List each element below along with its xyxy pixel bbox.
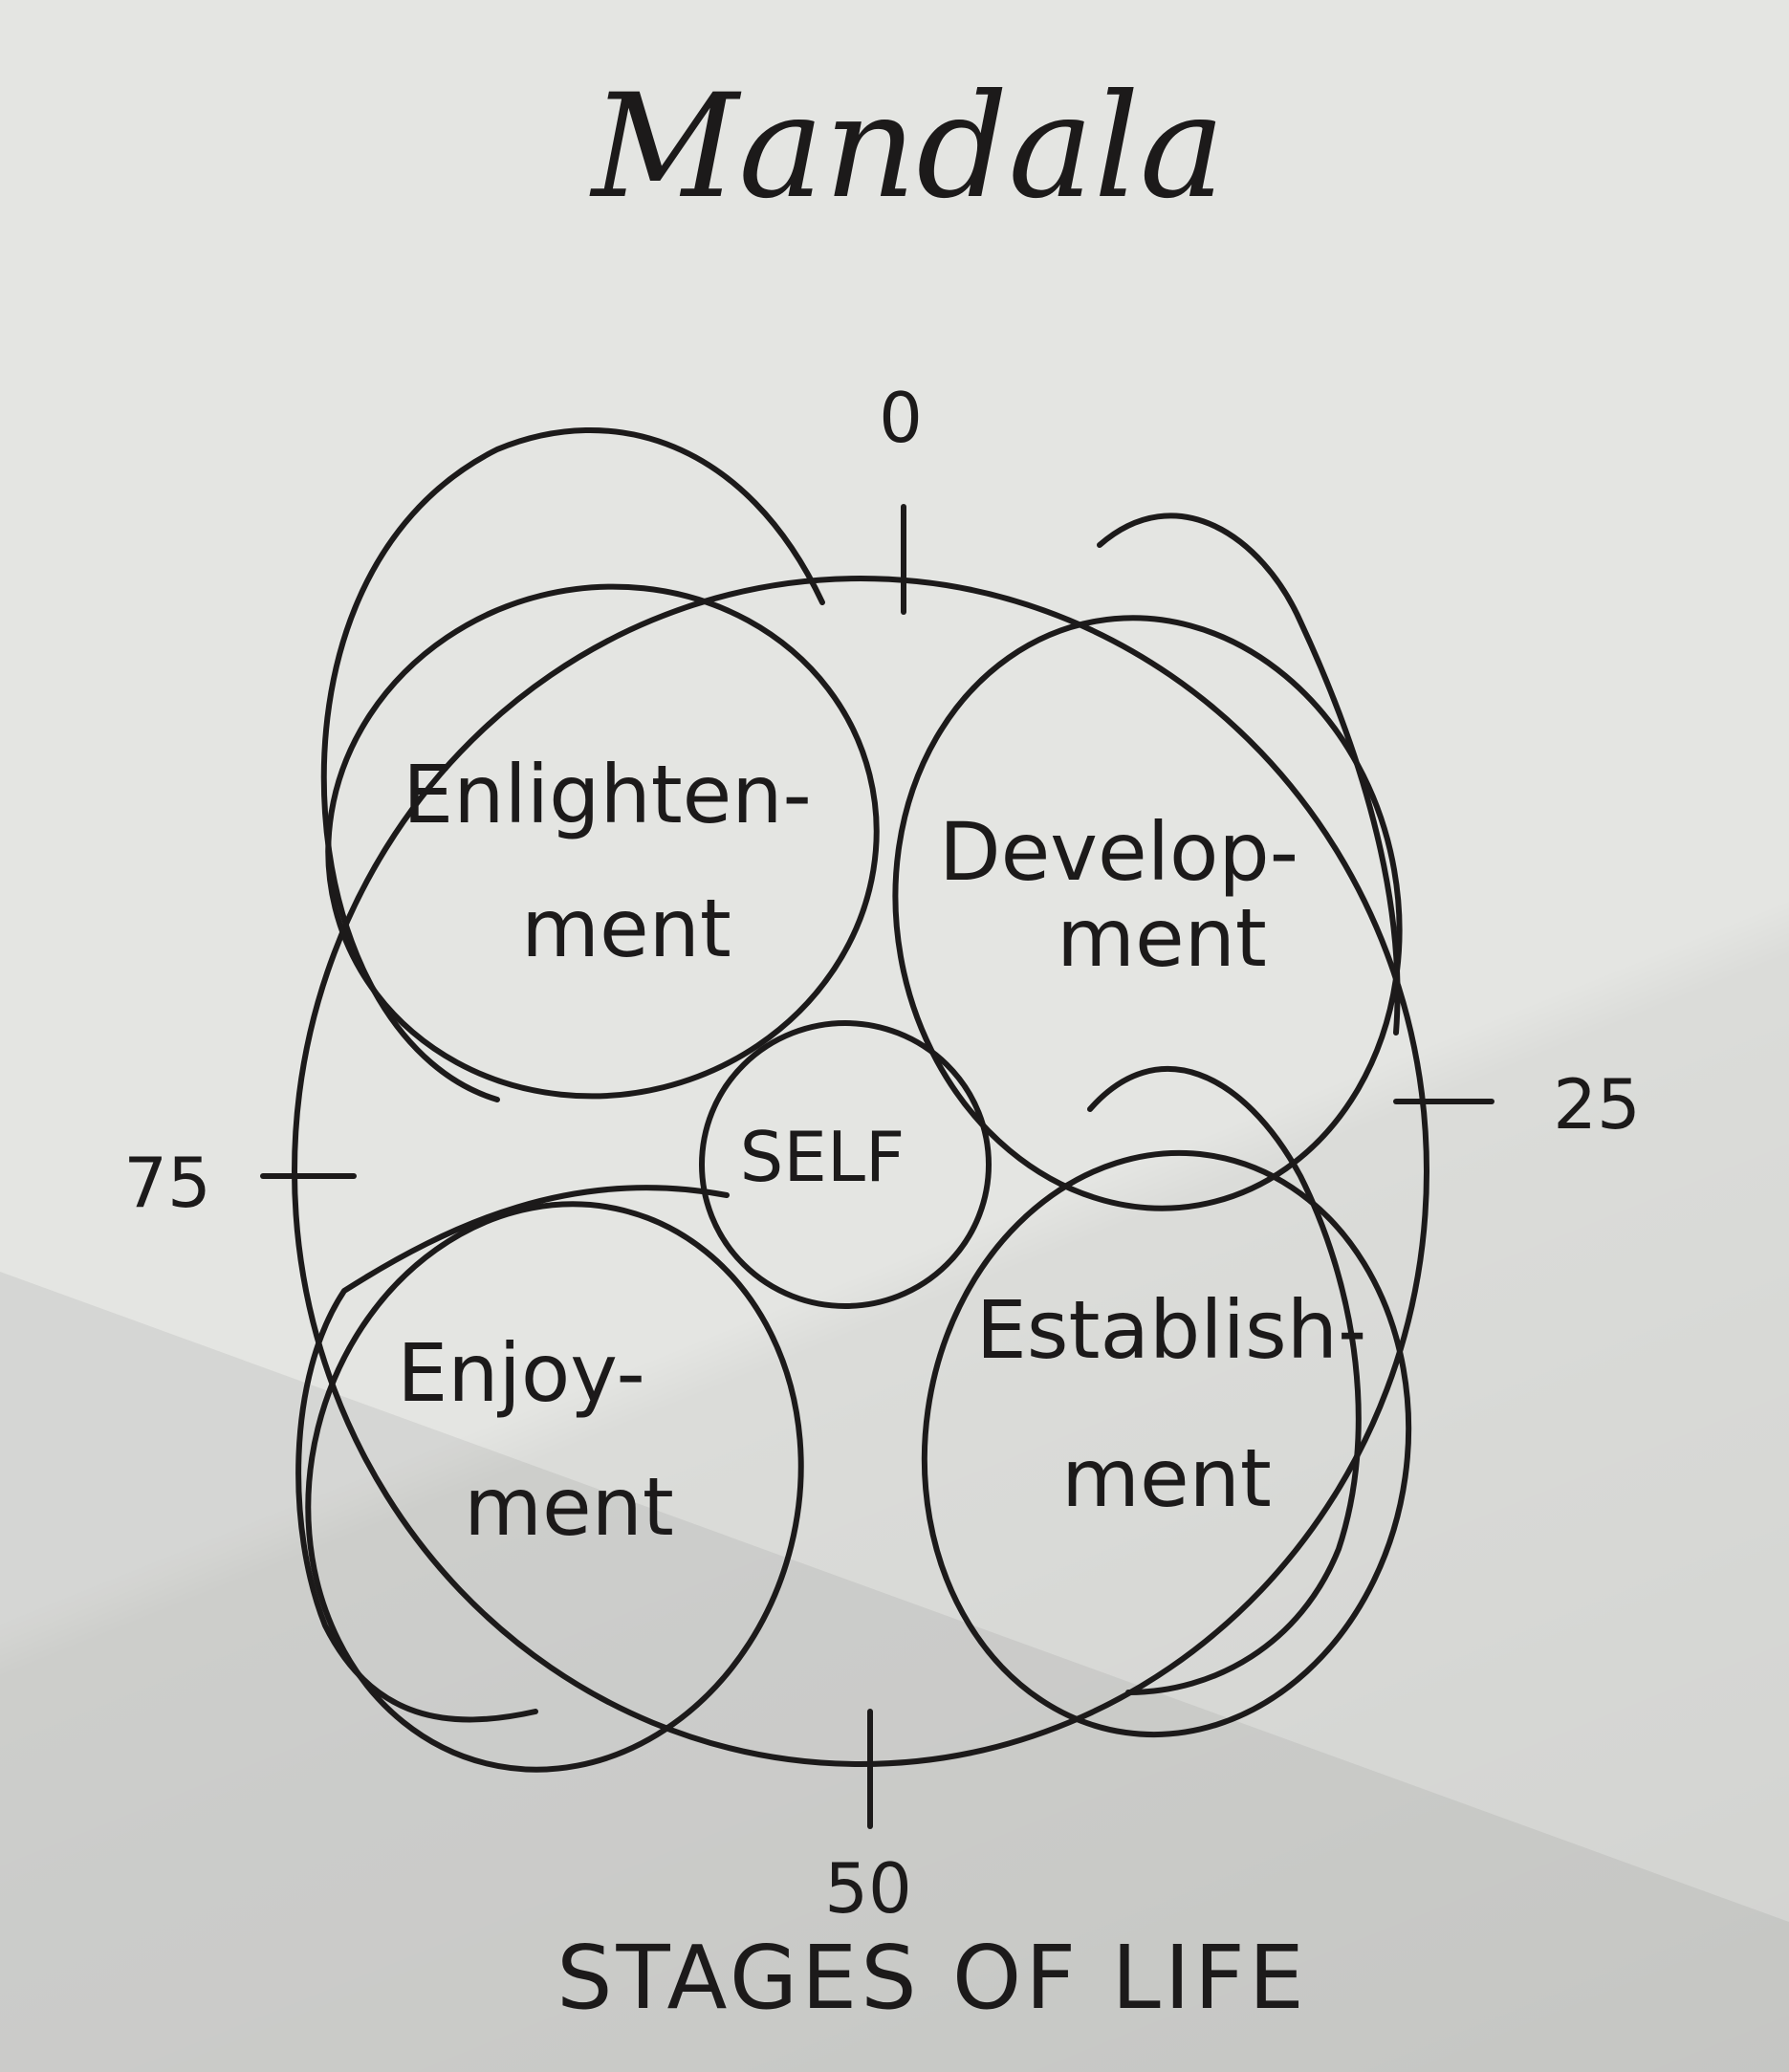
stage-circle-development xyxy=(892,615,1403,1211)
stage-label-enlightenment-line2: ment xyxy=(521,882,731,975)
stage-label-development-line1: Develop- xyxy=(939,805,1298,899)
age-label-top: 0 xyxy=(879,378,923,458)
outer-life-circle xyxy=(292,576,1429,1767)
stage-label-establishment-line2: ment xyxy=(1061,1431,1272,1525)
diagram-title: Mandala xyxy=(589,64,1225,230)
background-loop-upper-right xyxy=(1097,513,1401,1036)
stage-label-establishment-line1: Establish- xyxy=(976,1283,1367,1377)
stage-label-development-line2: ment xyxy=(1057,891,1267,985)
stage-label-enjoyment-line1: Enjoy- xyxy=(397,1326,645,1420)
diagram-caption: STAGES OF LIFE xyxy=(556,1927,1308,2029)
age-label-right: 25 xyxy=(1553,1064,1641,1145)
background-loop-lower-right xyxy=(1087,1065,1362,1695)
stage-label-enjoyment-line2: ment xyxy=(464,1460,674,1554)
age-label-left: 75 xyxy=(123,1143,211,1223)
background-loop-lower-left xyxy=(295,1185,730,1723)
stage-circle-enjoyment xyxy=(305,1201,804,1773)
stage-circle-establishment xyxy=(921,1149,1412,1738)
age-label-bottom: 50 xyxy=(824,1848,912,1929)
stage-label-enlightenment-line1: Enlighten- xyxy=(403,748,812,841)
self-circle xyxy=(699,1020,992,1309)
self-label: SELF xyxy=(740,1117,905,1197)
stage-circle-enlightenment xyxy=(325,583,880,1100)
